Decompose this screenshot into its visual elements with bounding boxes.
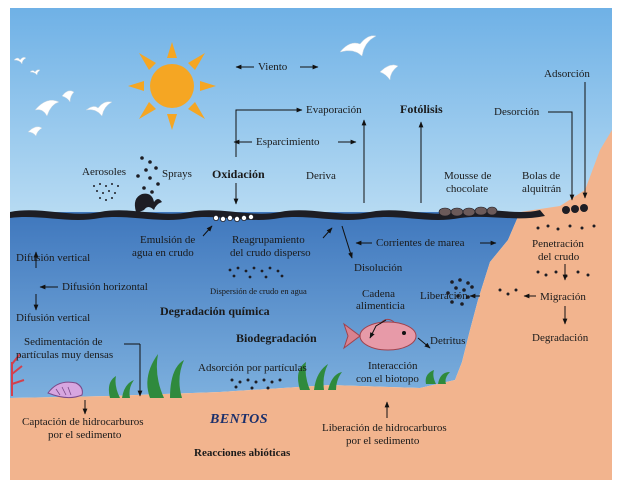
chemical-degradation-label: Degradación química [160, 305, 270, 317]
wind-label: Viento [258, 61, 287, 73]
food-chain-label-line1: Cadena [362, 288, 395, 300]
sun-icon [128, 42, 216, 130]
sediment-release-label-line1: Liberación de hidrocarburos [322, 422, 447, 434]
abiotic-reactions-label: Reacciones abióticas [194, 447, 290, 459]
sedimentation-label-line1: Sedimentación de [24, 336, 103, 348]
biodegradation-label: Biodegradación [236, 332, 317, 344]
tar-balls-label-line2: alquitrán [522, 183, 561, 195]
aerosols-label: Aerosoles [82, 166, 126, 178]
emulsion-label-line1: Emulsión de [140, 234, 195, 246]
tidal-currents-label: Corrientes de marea [376, 237, 465, 249]
photolysis-label: Fotólisis [400, 103, 443, 115]
emulsion-label-line2: agua en crudo [132, 247, 194, 259]
dispersion-label: Dispersión de crudo en agua [210, 285, 307, 297]
biotope-interaction-label-line1: Interacción [368, 360, 417, 372]
detritus-label: Detritus [430, 335, 465, 347]
biotope-interaction-label-line2: con el biotopo [356, 373, 419, 385]
drift-label: Deriva [306, 170, 336, 182]
penetration-label-line2: del crudo [538, 251, 579, 263]
sedimentation-label-line2: partículas muy densas [16, 349, 113, 361]
oxidation-label: Oxidación [212, 168, 265, 180]
mousse-label-line2: chocolate [446, 183, 488, 195]
regrouping-label-line2: del crudo disperso [230, 247, 311, 259]
bentos-label: BENTOS [210, 414, 268, 426]
degradation-label: Degradación [532, 332, 588, 344]
vertical-diffusion-top-label: Difusión vertical [16, 252, 90, 264]
sediment-uptake-label-line2: por el sedimento [48, 429, 121, 441]
migration-label: Migración [540, 291, 586, 303]
adsorption-top-label: Adsorción [544, 68, 590, 80]
dissolution-label: Disolución [354, 262, 402, 274]
mousse-label-line1: Mousse de [444, 170, 491, 182]
food-chain-label-line2: alimenticia [356, 300, 405, 312]
regrouping-label-line1: Reagrupamiento [232, 234, 305, 246]
sprays-label: Sprays [162, 168, 192, 180]
spreading-label: Esparcimiento [256, 136, 320, 148]
evaporation-label: Evaporación [306, 104, 362, 116]
release-label: Liberación [420, 290, 468, 302]
tar-balls-label-line1: Bolas de [522, 170, 560, 182]
particle-adsorption-label: Adsorción por partículas [198, 362, 307, 374]
sediment-uptake-label-line1: Captación de hidrocarburos [22, 416, 144, 428]
desorption-label: Desorción [494, 106, 539, 118]
sediment-release-label-line2: por el sedimento [346, 435, 419, 447]
vertical-diffusion-bottom-label: Difusión vertical [16, 312, 90, 324]
horizontal-diffusion-label: Difusión horizontal [62, 281, 148, 293]
penetration-label-line1: Penetración [532, 238, 584, 250]
